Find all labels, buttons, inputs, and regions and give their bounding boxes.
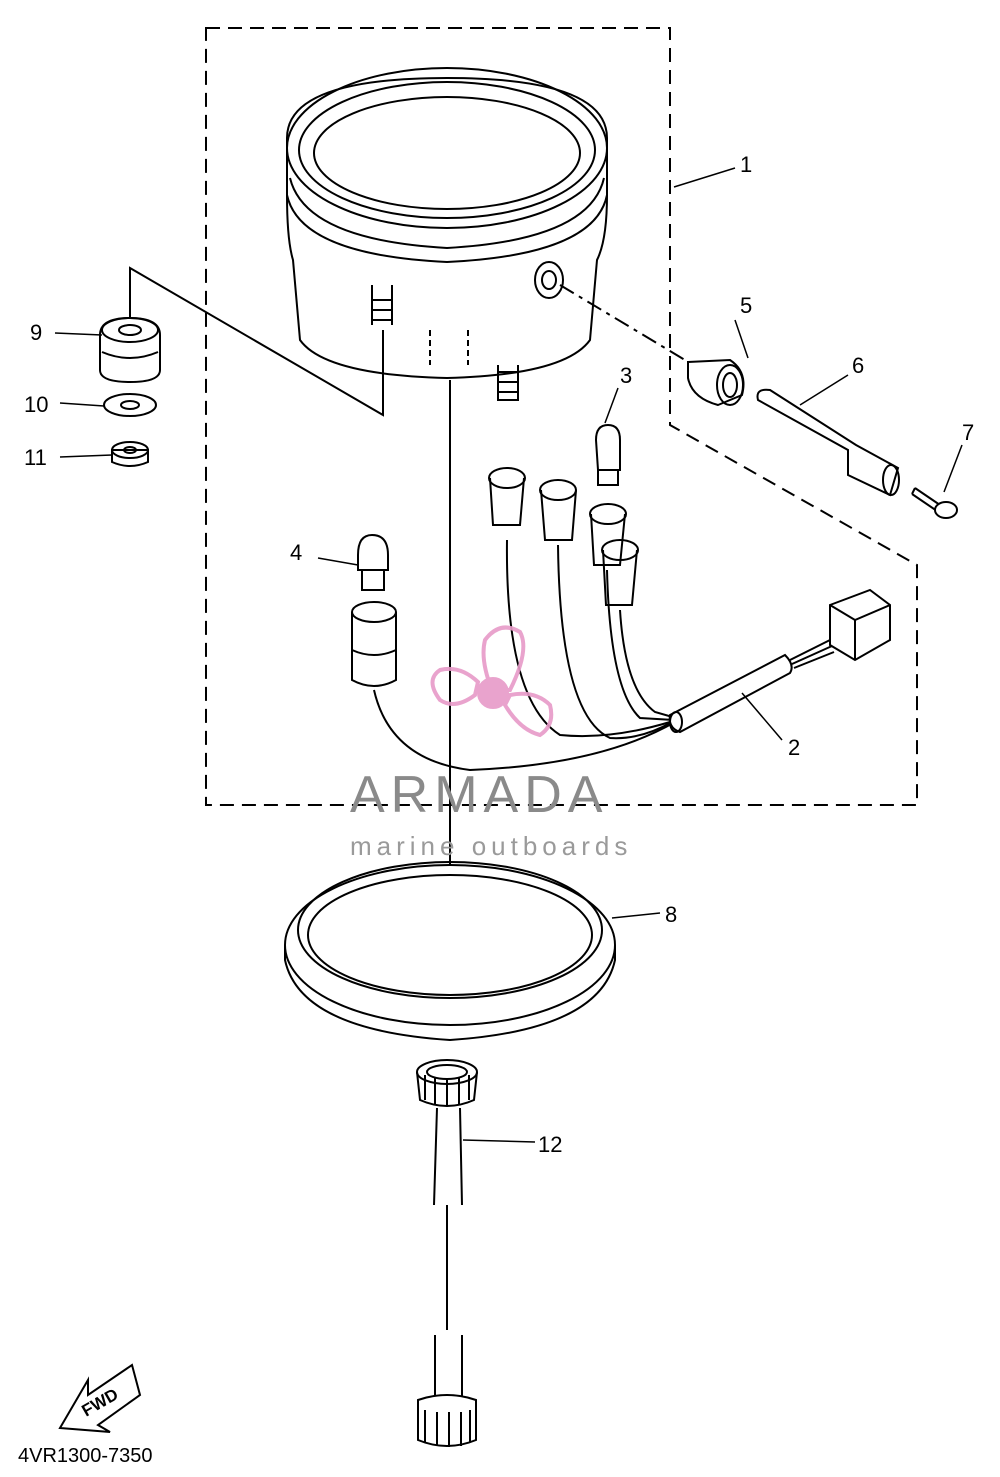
callout-10: 10 bbox=[24, 392, 48, 417]
gauge-body bbox=[286, 67, 608, 401]
drive-cable bbox=[416, 1059, 478, 1447]
socket bbox=[351, 601, 397, 687]
armada-logo-icon bbox=[430, 625, 554, 738]
callout-7: 7 bbox=[962, 420, 974, 445]
callout-4: 4 bbox=[290, 540, 302, 565]
callout-3: 3 bbox=[620, 363, 632, 388]
callout-11: 11 bbox=[24, 445, 47, 470]
watermark-brand: ARMADA bbox=[350, 766, 608, 824]
bulb-large bbox=[357, 533, 389, 591]
screw bbox=[911, 487, 958, 519]
callout-1: 1 bbox=[740, 152, 752, 177]
bulb-small bbox=[594, 423, 621, 486]
leader-9-group bbox=[129, 266, 384, 417]
washer bbox=[103, 393, 157, 417]
nut bbox=[111, 441, 149, 467]
watermark-tagline: marine outboards bbox=[350, 831, 632, 861]
callout-9: 9 bbox=[30, 320, 42, 345]
callout-12: 12 bbox=[538, 1132, 562, 1157]
callout-6: 6 bbox=[852, 353, 864, 378]
callout-5: 5 bbox=[740, 293, 752, 318]
fwd-arrow bbox=[58, 1363, 142, 1433]
grommet bbox=[99, 316, 161, 384]
part-code: 4VR1300-7350 bbox=[18, 1445, 153, 1467]
callout-2: 2 bbox=[788, 735, 800, 760]
callout-leaders bbox=[54, 167, 963, 1143]
wire-harness bbox=[373, 467, 891, 772]
assembly-boundary bbox=[205, 27, 918, 806]
sleeve-tube bbox=[756, 388, 900, 497]
callout-8: 8 bbox=[665, 902, 677, 927]
bushing bbox=[559, 284, 745, 407]
bezel-ring bbox=[284, 861, 616, 1042]
